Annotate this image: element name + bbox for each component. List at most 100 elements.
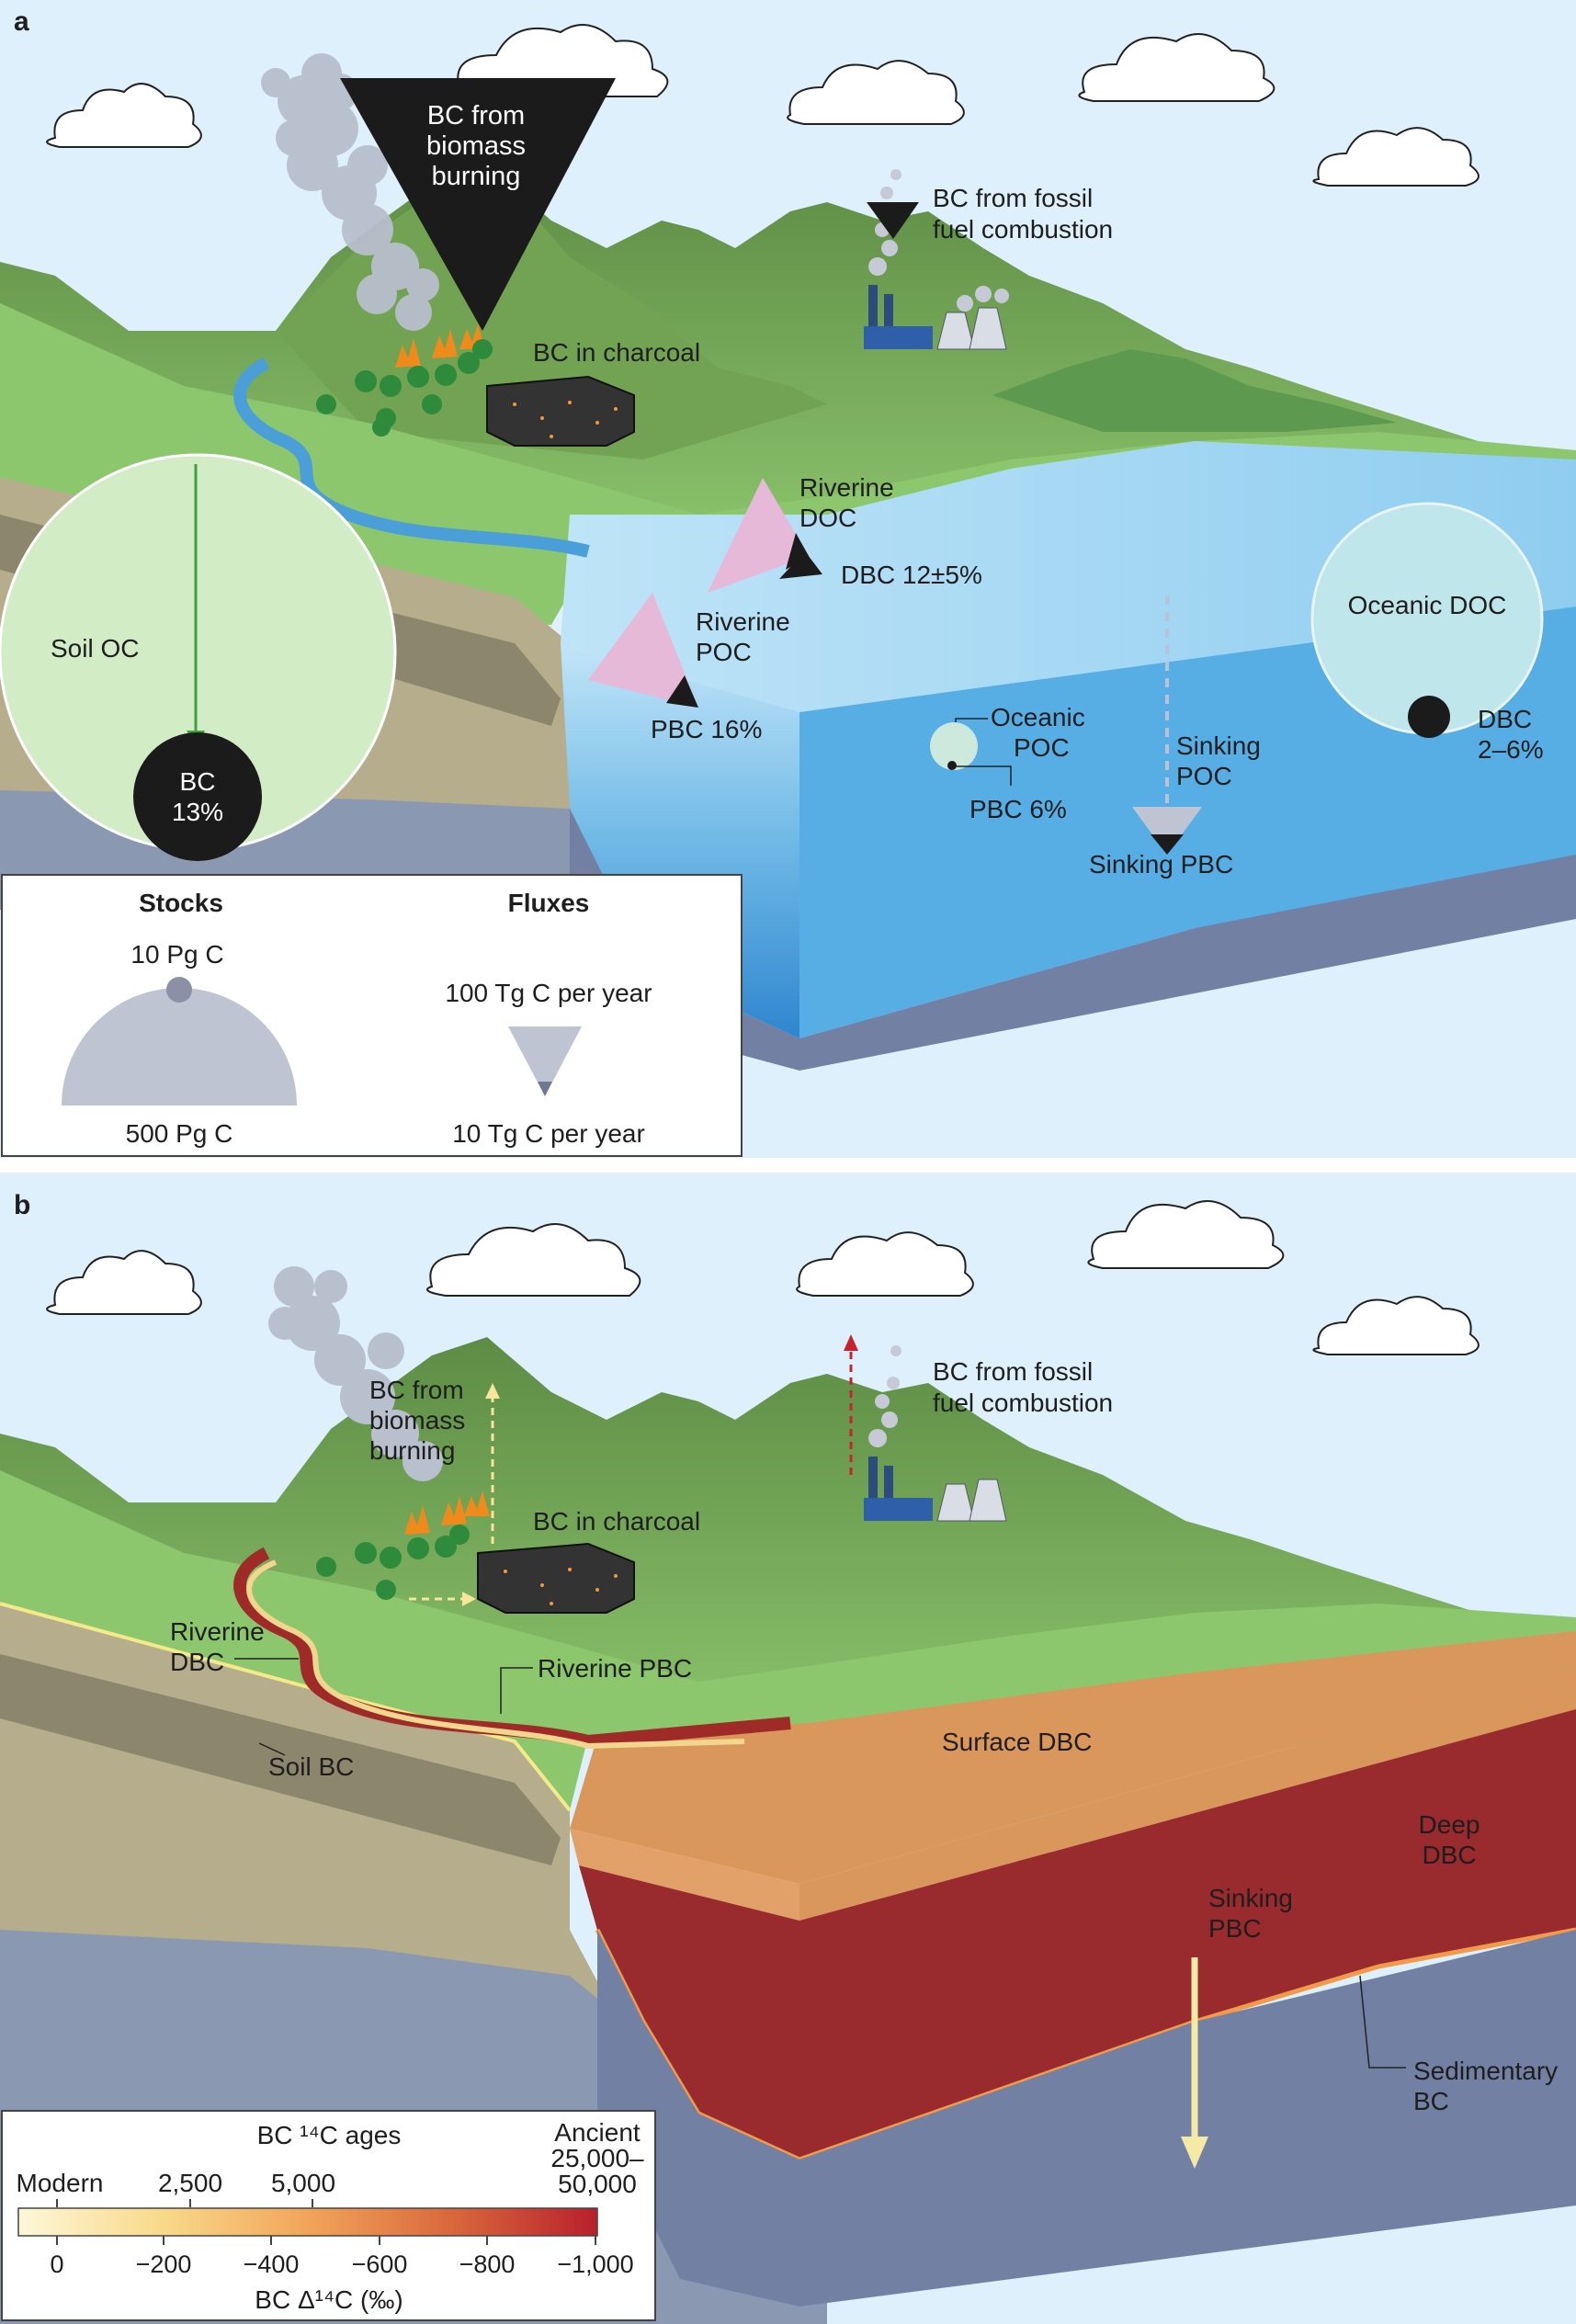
sinking-pbc-flux xyxy=(1151,834,1184,855)
biomass-label-b-1: BC from xyxy=(369,1376,464,1404)
deep-dbc-side xyxy=(799,1709,1576,2160)
axis-tick-label-400: −400 xyxy=(244,2250,300,2278)
fossil-arrowhead-b xyxy=(844,1334,858,1351)
fossil-label-1: BC from fossil xyxy=(933,184,1093,212)
surface-dbc-front xyxy=(570,1829,799,1921)
oceanic-poc-stock xyxy=(930,722,978,770)
oceanic-poc-label-2: POC xyxy=(1014,733,1070,762)
biomass-label-1: BC from xyxy=(427,101,525,130)
riverine-doc-label-2: DOC xyxy=(799,504,856,532)
sinking-poc-flux xyxy=(1132,807,1202,855)
soil-oc-label: Soil OC xyxy=(51,634,139,663)
oceanic-poc-label-1: Oceanic xyxy=(991,703,1085,731)
sedimentary-bc-label-2: BC xyxy=(1413,2087,1449,2115)
axis-tick-label-1000: −1,000 xyxy=(557,2250,633,2278)
charcoal-label-a: BC in charcoal xyxy=(533,338,700,367)
smoke-plume-a xyxy=(261,53,439,331)
panel-b: b BC from biomass burning BC from fossil… xyxy=(0,1173,1576,2324)
age-legend: BC ¹⁴C ages Ancient 25,000– 50,000 Moder… xyxy=(1,2110,656,2321)
riverine-poc-label-2: POC xyxy=(696,638,752,666)
soil-bc-label-b: Soil BC xyxy=(268,1752,354,1781)
seafloor-a xyxy=(570,809,1576,1071)
fossil-label-b-1: BC from fossil xyxy=(933,1357,1093,1386)
factory-icon xyxy=(864,169,1009,350)
smoke-plume-b xyxy=(268,1266,443,1481)
legend-flux-large-label: 100 Tg C per year xyxy=(445,979,652,1007)
deep-dbc-label-1: Deep xyxy=(1419,1810,1480,1839)
stocks-fluxes-legend: Stocks Fluxes 10 Pg C 500 Pg C 100 Tg C … xyxy=(1,874,743,1157)
sinking-pbc-arrowhead-b xyxy=(1181,2137,1208,2169)
mountain-right-a xyxy=(992,349,1397,432)
sinking-pbc-label-b-1: Sinking xyxy=(1208,1884,1293,1912)
fossil-label-2: fuel combustion xyxy=(933,215,1113,244)
legend-stock-large-shape xyxy=(62,988,297,1105)
clouds-a xyxy=(46,24,1480,187)
soil-bc-stock xyxy=(133,732,262,861)
legend-flux-large-shape xyxy=(508,1026,582,1096)
dbc-ocean-label-2: 2–6% xyxy=(1478,735,1544,764)
biomass-label-2: biomass xyxy=(426,131,526,161)
dbc-riverine-label: DBC 12±5% xyxy=(841,561,982,589)
riverine-poc-flux xyxy=(588,593,698,708)
charcoal-label-b: BC in charcoal xyxy=(533,1507,700,1536)
land-a xyxy=(0,303,1576,625)
dbc-ocean-label-1: DBC xyxy=(1478,705,1532,733)
biomass-burning-flux xyxy=(340,78,616,331)
axis-tick-label-600: −600 xyxy=(352,2250,408,2278)
biomass-label-b-3: burning xyxy=(369,1436,455,1465)
seafloor-b xyxy=(597,1930,1576,2307)
sinking-pbc-label-b-2: PBC xyxy=(1208,1914,1262,1943)
age-5000-label: 5,000 xyxy=(271,2169,335,2197)
fossil-label-b-2: fuel combustion xyxy=(933,1389,1113,1417)
oceanic-pbc-stock xyxy=(947,761,957,770)
clouds-b xyxy=(46,1200,1480,1355)
modern-label: Modern xyxy=(17,2169,104,2197)
panel-b-letter: b xyxy=(14,1190,30,1220)
riverine-pbc-leader xyxy=(500,1667,533,1714)
soil-bc-label-2: 13% xyxy=(172,798,223,826)
surface-dbc-label: Surface DBC xyxy=(942,1728,1092,1756)
factory-icon-b xyxy=(864,1345,1007,1522)
charcoal-embers-b xyxy=(504,1568,618,1605)
panel-a: Soil OC BC 13% BC from biomass burning B… xyxy=(0,0,1576,1158)
riverine-dbc-tri xyxy=(779,551,822,579)
ancient-label-3: 50,000 xyxy=(558,2170,637,2198)
axis-label: BC Δ¹⁴C (‰) xyxy=(255,2285,403,2314)
surface-dbc-side xyxy=(799,1668,1576,1921)
age-legend-title: BC ¹⁴C ages xyxy=(257,2121,402,2149)
sedimentary-bc-label-1: Sedimentary xyxy=(1413,2057,1558,2085)
oceanic-poc-leader xyxy=(955,718,988,722)
axis-tick-label-800: −800 xyxy=(459,2250,516,2278)
legend-stock-large-label: 500 Pg C xyxy=(126,1119,233,1148)
legend-stock-small-shape xyxy=(166,977,192,1003)
riverine-pbc-flux xyxy=(666,675,698,708)
legend-stocks-title: Stocks xyxy=(139,889,223,917)
legend-flux-small-label: 10 Tg C per year xyxy=(452,1119,645,1148)
riverine-pbc-label: Riverine PBC xyxy=(538,1654,692,1683)
charcoal-pile-b xyxy=(477,1542,635,1614)
river-a xyxy=(233,357,590,558)
fire-trees-a xyxy=(316,323,493,436)
charcoal-arrowhead-b xyxy=(462,1592,476,1606)
axis-tick-label-0: 0 xyxy=(50,2250,63,2278)
oceanic-doc-label: Oceanic DOC xyxy=(1348,591,1507,619)
legend-fluxes-title: Fluxes xyxy=(508,889,590,917)
age-color-bar xyxy=(17,2207,598,2237)
soil-bc-label-1: BC xyxy=(180,767,216,796)
pbc-ocean-label: PBC 6% xyxy=(969,795,1067,823)
riverine-poc-label-1: Riverine xyxy=(696,607,790,636)
surface-dbc-top xyxy=(570,1631,1576,1884)
riverine-dbc-flux xyxy=(786,533,809,570)
biomass-label-3: burning xyxy=(432,162,521,191)
riverine-dbc-label-2: DBC xyxy=(170,1648,224,1676)
ancient-label-1: Ancient xyxy=(554,2118,641,2147)
deep-dbc-label-2: DBC xyxy=(1422,1841,1476,1869)
legend-stock-small-label: 10 Pg C xyxy=(130,940,223,969)
riverine-dbc-label-1: Riverine xyxy=(170,1617,265,1646)
oceanic-pbc-leader xyxy=(956,765,1012,786)
fossil-fuel-flux xyxy=(867,202,919,239)
biomass-arrowhead-b xyxy=(485,1383,500,1399)
sinking-pbc-label-a: Sinking PBC xyxy=(1089,850,1233,879)
charcoal-embers-a xyxy=(513,401,618,438)
axis-tick-label-200: −200 xyxy=(136,2250,192,2278)
